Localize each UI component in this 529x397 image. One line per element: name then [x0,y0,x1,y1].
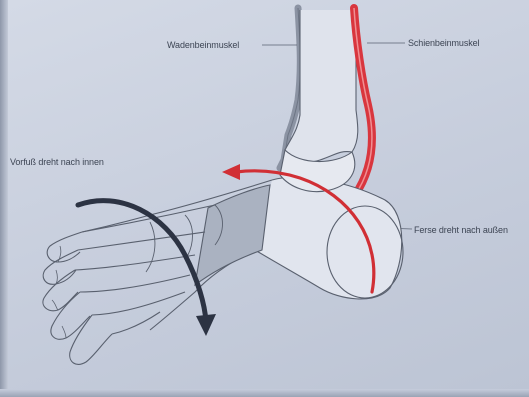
foot-bones [43,150,403,364]
label-vorfuss-dreht-nach-innen: Vorfuß dreht nach innen [10,157,104,167]
label-wadenbeinmuskel: Wadenbeinmuskel [167,40,239,50]
label-schienbeinmuskel: Schienbeinmuskel [408,38,479,48]
tibia-bone [285,10,358,162]
label-ferse-dreht-nach-aussen: Ferse dreht nach außen [414,225,508,235]
